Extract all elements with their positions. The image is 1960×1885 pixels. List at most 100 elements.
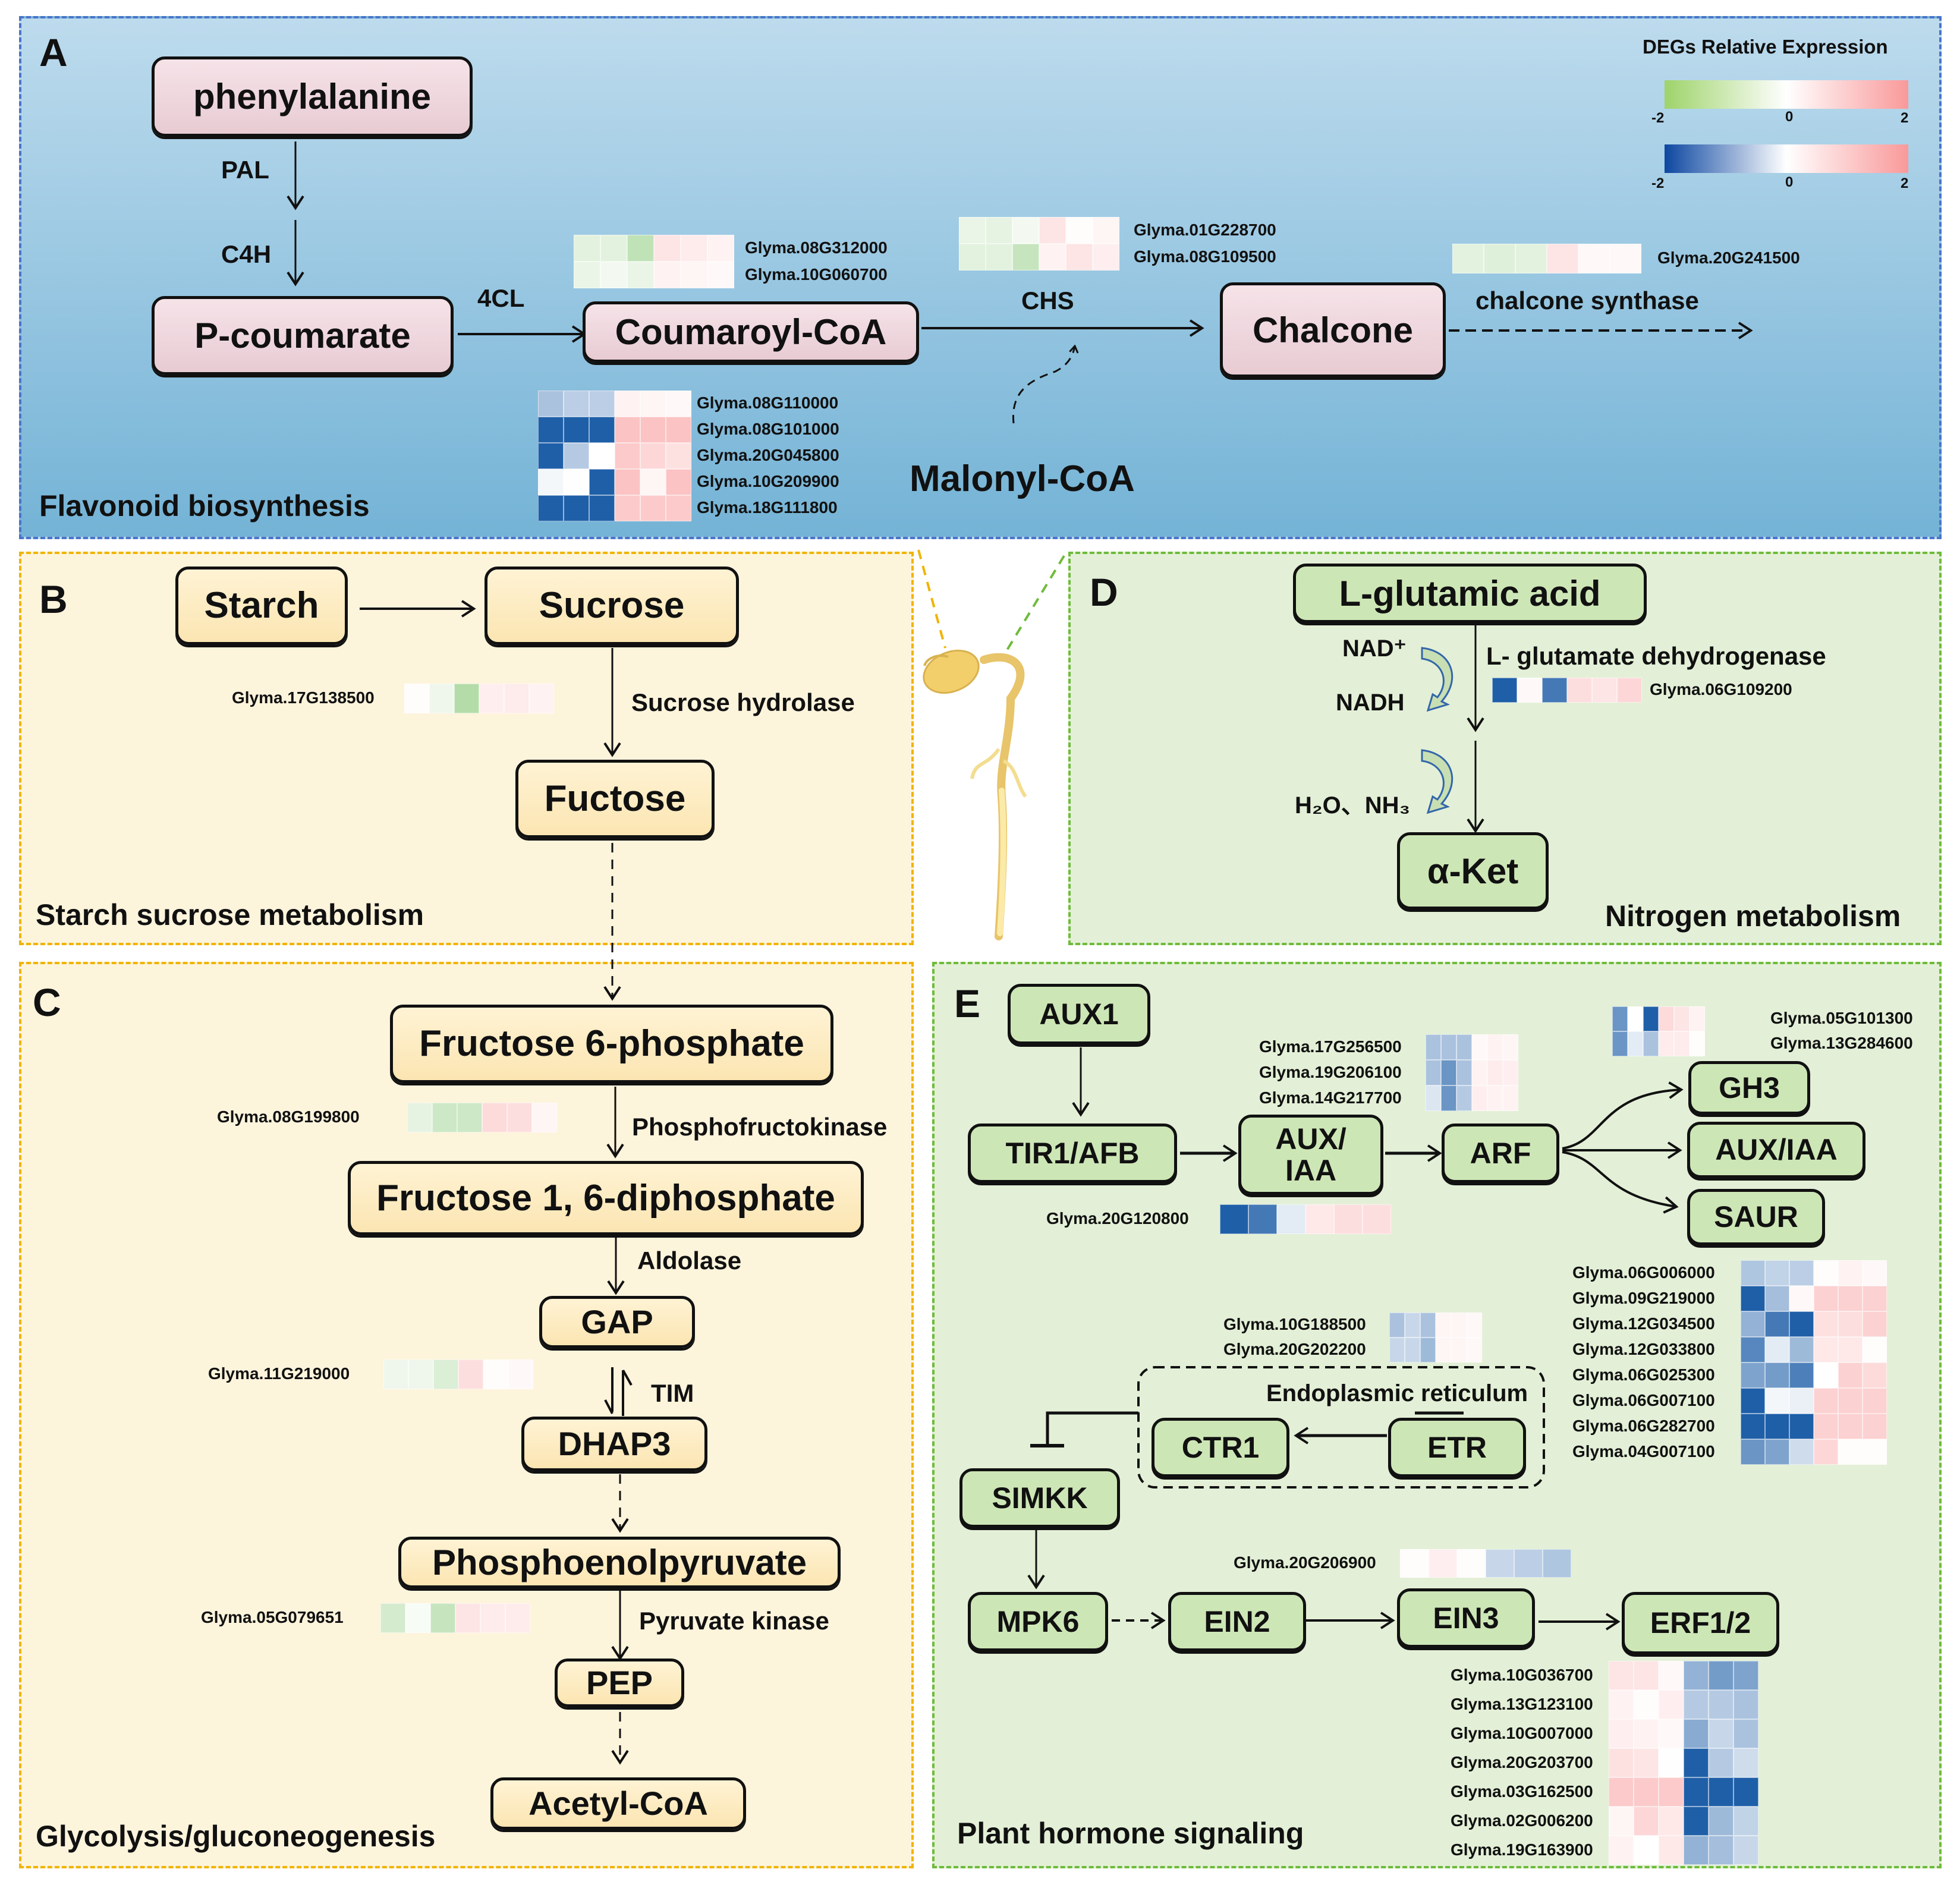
heatmap-cell xyxy=(1456,1034,1472,1060)
heatmap-cell xyxy=(627,262,654,288)
heatmap-cell xyxy=(1248,1204,1277,1234)
heatmap-cell xyxy=(1684,1836,1709,1865)
heatmap-cell xyxy=(1734,1748,1758,1777)
heatmap-cell xyxy=(564,495,589,521)
panel-starch-sucrose xyxy=(19,552,914,945)
heatmap-cell xyxy=(986,244,1012,270)
legend-tick: 2 xyxy=(1901,110,1909,126)
node-fuctose: Fuctose xyxy=(515,760,715,838)
heatmap-cell xyxy=(1305,1204,1334,1234)
panel-title-e: Plant hormone signaling xyxy=(957,1817,1304,1850)
heatmap-hydrolase xyxy=(404,684,554,713)
heatmap-cell xyxy=(1741,1362,1765,1388)
heatmap-cell xyxy=(589,495,615,521)
legend-tick: 0 xyxy=(1785,109,1794,125)
heatmap-auxiaa-bottom xyxy=(1220,1204,1391,1234)
heatmap-cell xyxy=(1610,244,1641,273)
heatmap-cell xyxy=(1690,1031,1705,1056)
heatmap-cell xyxy=(433,1360,458,1389)
heatmap-cell xyxy=(1487,1085,1503,1111)
heatmap-cell xyxy=(1863,1337,1887,1362)
heatmap-cell xyxy=(380,1603,405,1633)
node-phenylalanine: phenylalanine xyxy=(152,56,473,137)
heatmap-cell xyxy=(959,217,986,244)
heatmap-cell xyxy=(1741,1439,1765,1465)
panel-letter-e: E xyxy=(954,981,981,1025)
node-fructose-6-phosphate: Fructose 6-phosphate xyxy=(390,1005,833,1083)
heatmap-cell xyxy=(615,495,640,521)
heatmap-cell xyxy=(666,443,691,469)
heatmap-cell xyxy=(432,1103,457,1132)
heatmap-cell xyxy=(654,262,681,288)
gene-label: Glyma.08G101000 xyxy=(697,420,839,438)
heatmap-cell xyxy=(1838,1362,1863,1388)
gene-label: Glyma.06G109200 xyxy=(1650,680,1792,698)
heatmap-cell xyxy=(529,684,554,713)
heatmap-cell xyxy=(483,1360,508,1389)
gene-label: Glyma.03G162500 xyxy=(1451,1782,1593,1801)
heatmap-cell xyxy=(1457,1549,1486,1578)
heatmap-cell xyxy=(564,417,589,443)
heatmap-cell xyxy=(538,495,564,521)
heatmap-cell xyxy=(1334,1204,1363,1234)
heatmap-cell xyxy=(504,684,529,713)
node-ein2: EIN2 xyxy=(1168,1592,1306,1651)
heatmap-cell xyxy=(480,1603,505,1633)
heatmap-cell xyxy=(407,1103,432,1132)
heatmap-cell xyxy=(538,443,564,469)
heatmap-cell xyxy=(1456,1060,1472,1085)
enzyme-glutamate-dehydrogenase: L- glutamate dehydrogenase xyxy=(1486,642,1826,670)
heatmap-cell xyxy=(1814,1311,1838,1337)
heatmap-cell xyxy=(1734,1836,1758,1865)
heatmap-cell xyxy=(1838,1260,1863,1286)
heatmap-cell xyxy=(1066,217,1093,244)
heatmap-auxiaa-top xyxy=(1426,1034,1518,1111)
gene-label: Glyma.08G109500 xyxy=(1134,247,1276,266)
heatmap-cell xyxy=(1487,1060,1503,1085)
legend-tick: -2 xyxy=(1651,175,1665,191)
heatmap-cell xyxy=(383,1360,408,1389)
heatmap-cell xyxy=(1277,1204,1305,1234)
heatmap-cell xyxy=(505,1603,530,1633)
enzyme-pyruvate-kinase: Pyruvate kinase xyxy=(639,1607,829,1635)
heatmap-cell xyxy=(538,469,564,495)
heatmap-cell xyxy=(1441,1034,1456,1060)
heatmap-cell xyxy=(1741,1286,1765,1311)
heatmap-cell xyxy=(654,235,681,262)
heatmap-cell xyxy=(1863,1388,1887,1414)
heatmap-cell xyxy=(1609,1719,1634,1748)
cofactor-nadh: NADH xyxy=(1336,690,1405,716)
node-starch: Starch xyxy=(175,567,348,645)
heatmap-cell xyxy=(1617,678,1642,703)
node-alpha-ket: α-Ket xyxy=(1397,832,1549,910)
heatmap-fourcl-blue xyxy=(538,391,691,521)
heatmap-cell xyxy=(1634,1748,1659,1777)
heatmap-cell xyxy=(1451,1313,1467,1338)
heatmap-cell xyxy=(640,417,666,443)
node-l-glutamic-acid: L-glutamic acid xyxy=(1293,564,1647,623)
enzyme-phosphofructokinase: Phosphofructokinase xyxy=(632,1113,888,1141)
heatmap-cell xyxy=(508,1360,533,1389)
heatmap-cell xyxy=(600,235,627,262)
heatmap-cell xyxy=(1838,1414,1863,1439)
heatmap-cell xyxy=(1643,1006,1659,1031)
heatmap-cell xyxy=(1789,1337,1814,1362)
heatmap-cell xyxy=(1838,1286,1863,1311)
heatmap-cell xyxy=(1789,1388,1814,1414)
node-tir1-afb: TIR1/AFB xyxy=(968,1124,1177,1183)
heatmap-cell xyxy=(1838,1439,1863,1465)
heatmap-cell xyxy=(1492,678,1517,703)
heatmap-cell xyxy=(1659,1807,1684,1836)
heatmap-cell xyxy=(1467,1313,1482,1338)
heatmap-cell xyxy=(1709,1807,1734,1836)
metabolite-malonyl-coa: Malonyl-CoA xyxy=(910,458,1135,499)
heatmap-cell xyxy=(1734,1719,1758,1748)
heatmap-cell xyxy=(1814,1362,1838,1388)
heatmap-cell xyxy=(1741,1260,1765,1286)
node-sucrose: Sucrose xyxy=(485,567,739,645)
heatmap-cell xyxy=(574,235,600,262)
heatmap-cell xyxy=(1684,1777,1709,1807)
gene-label: Glyma.08G312000 xyxy=(745,238,888,257)
heatmap-cell xyxy=(1863,1414,1887,1439)
gene-label: Glyma.13G123100 xyxy=(1451,1694,1593,1713)
